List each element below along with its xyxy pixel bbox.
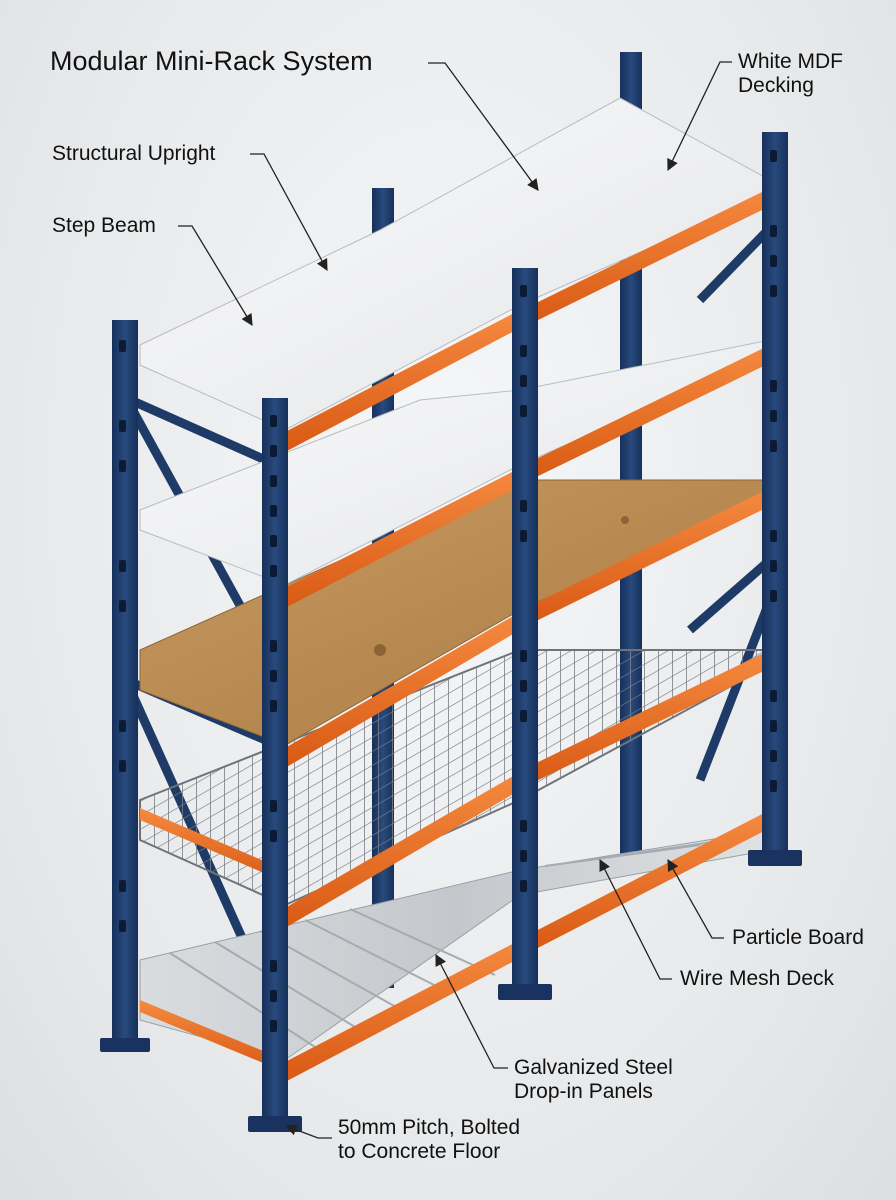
shelf-wire-mesh bbox=[139, 649, 771, 907]
leader-wire-mesh bbox=[599, 858, 672, 980]
leader-upright bbox=[250, 153, 328, 272]
leader-lines bbox=[178, 61, 732, 1139]
leader-particle-board bbox=[667, 858, 724, 939]
leader-galvanized bbox=[435, 953, 508, 1069]
step-beams bbox=[140, 188, 770, 1082]
slot-holes bbox=[119, 150, 777, 1032]
label-galvanized-steel: Galvanized Steel Drop-in Panels bbox=[514, 1056, 673, 1103]
diagram-title: Modular Mini-Rack System bbox=[50, 46, 373, 76]
upright-front-right bbox=[762, 132, 788, 854]
leader-white-mdf bbox=[667, 61, 732, 172]
label-particle-board: Particle Board bbox=[732, 926, 864, 949]
label-step-beam: Step Beam bbox=[52, 214, 156, 237]
upright-front-center bbox=[512, 268, 538, 988]
leader-step-beam bbox=[178, 225, 253, 327]
leader-title bbox=[428, 62, 539, 191]
label-structural-upright: Structural Upright bbox=[52, 142, 216, 165]
label-wire-mesh: Wire Mesh Deck bbox=[680, 967, 835, 990]
label-white-mdf: White MDF Decking bbox=[738, 50, 843, 97]
leader-pitch bbox=[284, 1124, 332, 1139]
label-pitch-bolted: 50mm Pitch, Bolted to Concrete Floor bbox=[338, 1116, 521, 1163]
base-plates bbox=[100, 850, 802, 1132]
shelf-particle-board bbox=[139, 479, 771, 746]
